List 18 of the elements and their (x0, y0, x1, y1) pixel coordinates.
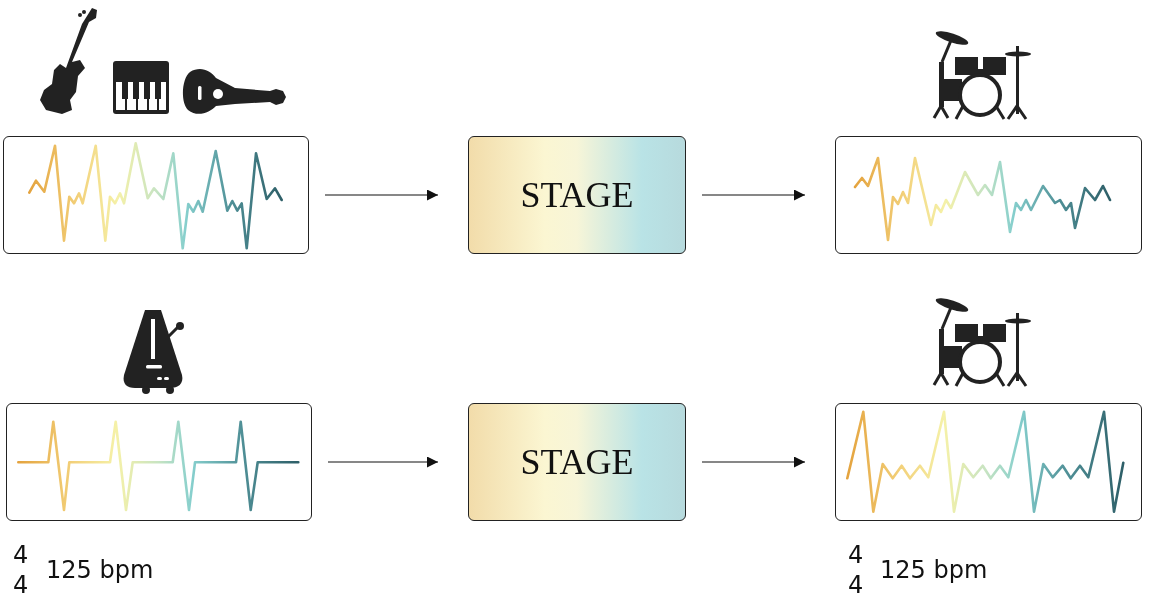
waveform-box (3, 136, 309, 254)
time-signature-denominator: 4 (848, 573, 864, 597)
tempo-label: 125 bpm (46, 558, 154, 582)
arrow (701, 456, 806, 468)
time-signature-denominator: 4 (13, 573, 29, 597)
arrow (327, 456, 439, 468)
stage-label: STAGE (520, 441, 634, 483)
waveform-box (6, 403, 312, 521)
arrow (324, 189, 439, 201)
tempo-label: 125 bpm (880, 558, 988, 582)
arrow (701, 189, 806, 201)
time-signature-numerator: 4 (848, 543, 864, 567)
stage-box (468, 403, 686, 521)
waveform-box (835, 136, 1142, 254)
time-signature-numerator: 4 (13, 543, 29, 567)
stage-label: STAGE (520, 174, 634, 216)
waveform-box (835, 403, 1142, 521)
stage-box (468, 136, 686, 254)
